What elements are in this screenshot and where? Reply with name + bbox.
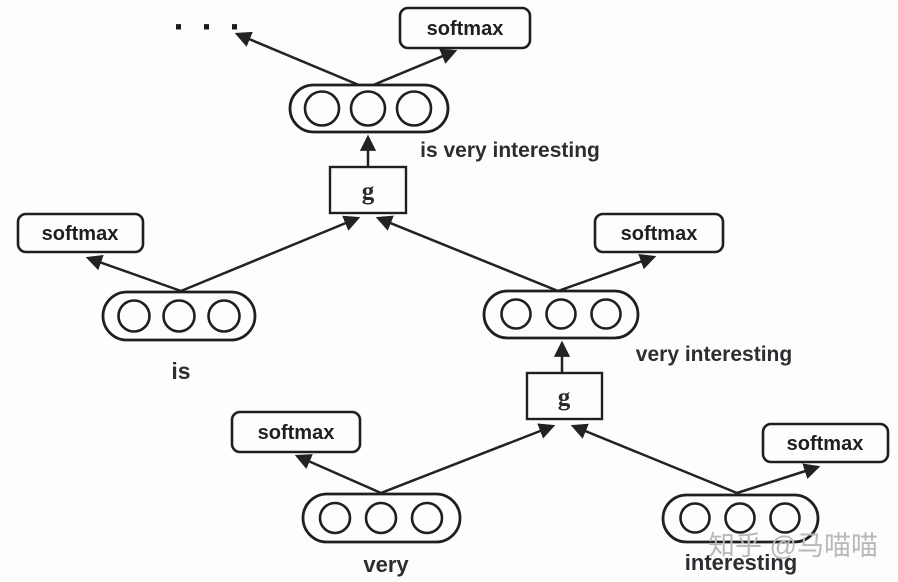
ellipsis-dots: · · · bbox=[174, 6, 245, 47]
softmax-label: softmax bbox=[258, 422, 335, 444]
arrow-root-to-softmax-top bbox=[365, 48, 458, 90]
g-label: g bbox=[362, 178, 375, 205]
vector-unit-circle bbox=[318, 501, 352, 535]
g-box-upper: g bbox=[328, 165, 408, 215]
arrow-mid-to-g-upper bbox=[375, 215, 559, 293]
vector-pill-is bbox=[101, 290, 257, 342]
vector-unit-circle bbox=[679, 502, 711, 534]
arrow-is-to-softmax-left bbox=[85, 254, 182, 293]
vector-unit-circle bbox=[364, 501, 398, 535]
arrow-interesting-to-g-lower bbox=[570, 423, 738, 495]
arrow-is-to-g-upper bbox=[180, 215, 361, 293]
vector-unit-circle bbox=[162, 299, 196, 333]
edges bbox=[85, 31, 821, 495]
vector-unit-circle bbox=[349, 90, 387, 127]
phrase-label-very-interesting: very interesting bbox=[636, 343, 792, 366]
softmax-label: softmax bbox=[787, 433, 864, 455]
vector-unit-circle bbox=[117, 299, 151, 333]
g-box-lower-rect bbox=[525, 371, 604, 421]
phrase-label-root: is very interesting bbox=[420, 139, 600, 162]
vector-unit-circle bbox=[724, 502, 756, 534]
vector-unit-circle bbox=[410, 501, 444, 535]
vector-pill-interesting bbox=[661, 493, 820, 544]
softmax-box-top: softmax bbox=[398, 6, 532, 50]
vector-unit-circle bbox=[590, 298, 622, 330]
watermark-text: 知乎 @马喵喵 bbox=[708, 531, 878, 561]
g-box-upper-rect bbox=[328, 165, 408, 215]
g-label: g bbox=[558, 384, 571, 411]
phrase-label-is: is bbox=[171, 358, 190, 384]
arrow-interesting-to-softmax-br bbox=[736, 463, 821, 495]
arrow-very-to-g-lower bbox=[380, 423, 556, 495]
softmax-box-bottom-right: softmax bbox=[761, 422, 890, 464]
softmax-box-bottom-right-rect bbox=[761, 422, 890, 464]
softmax-box-bottom-left: softmax bbox=[230, 410, 362, 454]
softmax-label: softmax bbox=[427, 18, 504, 40]
vector-unit-circle bbox=[545, 298, 577, 330]
softmax-label: softmax bbox=[42, 223, 119, 245]
vector-pill-very-rect bbox=[301, 492, 462, 544]
softmax-box-left-rect bbox=[16, 212, 145, 254]
vector-unit-circle bbox=[207, 299, 241, 333]
softmax-box-right: softmax bbox=[593, 212, 725, 254]
vector-pill-root bbox=[288, 83, 450, 134]
vector-unit-circle bbox=[395, 90, 433, 127]
vector-pill-root-rect bbox=[288, 83, 450, 134]
softmax-box-left: softmax bbox=[16, 212, 145, 254]
vector-unit-circle bbox=[303, 90, 341, 127]
softmax-box-top-rect bbox=[398, 6, 532, 50]
g-box-lower: g bbox=[525, 371, 604, 421]
arrow-root-to-ellipsis bbox=[234, 31, 367, 90]
arrow-very-to-softmax-bl bbox=[294, 454, 382, 495]
softmax-label: softmax bbox=[621, 223, 698, 245]
phrase-label-very: very bbox=[363, 552, 409, 577]
phrase-label-interesting: interesting bbox=[685, 550, 797, 575]
softmax-box-bottom-left-rect bbox=[230, 410, 362, 454]
vector-unit-circle bbox=[500, 298, 532, 330]
vector-pill-very-interesting bbox=[482, 289, 640, 340]
vector-unit-circle bbox=[769, 502, 801, 534]
arrow-mid-to-softmax-right bbox=[557, 253, 657, 293]
softmax-box-right-rect bbox=[593, 212, 725, 254]
vector-pill-is-rect bbox=[101, 290, 257, 342]
vector-pill-very-interesting-rect bbox=[482, 289, 640, 340]
vector-pill-very bbox=[301, 492, 462, 544]
